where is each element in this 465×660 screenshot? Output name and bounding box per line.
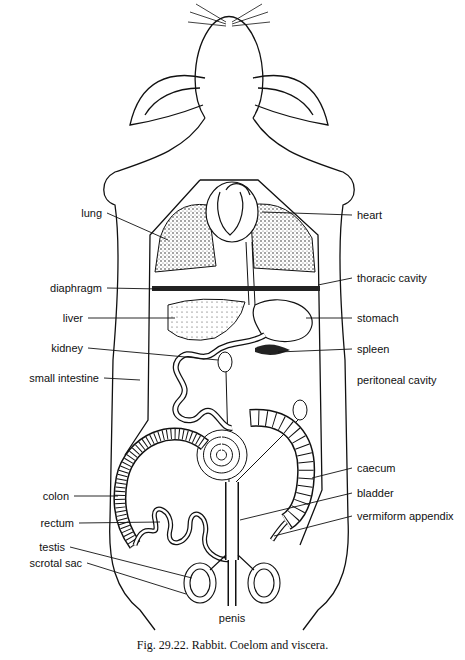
body-outline [258, 88, 313, 115]
leader-lines [240, 493, 352, 520]
leader-lines [262, 212, 352, 215]
penis [229, 560, 235, 606]
penis [228, 560, 237, 606]
heart [218, 192, 243, 235]
body-outline [200, 180, 322, 545]
part-label: stomach [356, 312, 400, 325]
whiskers [232, 22, 270, 26]
caecum [272, 522, 286, 540]
whiskers [188, 4, 270, 26]
part-label: testis [38, 541, 66, 554]
part-label: lung [80, 207, 103, 220]
kidneys [293, 400, 307, 420]
liver [168, 299, 245, 340]
body-outline [130, 75, 205, 125]
testes [190, 569, 210, 597]
part-label: scrotal sac [28, 557, 83, 570]
leader-lines [88, 318, 175, 319]
bladder [225, 482, 239, 560]
body-outline [195, 17, 263, 119]
part-label: penis [218, 612, 246, 625]
body-outline [104, 17, 355, 631]
leader-lines [74, 496, 118, 497]
bladder [232, 482, 233, 560]
bladder [227, 482, 238, 560]
body-outline [145, 88, 200, 115]
lungs [250, 204, 315, 272]
intestinal-coil [204, 437, 240, 473]
leader-lines [104, 378, 140, 380]
part-label: heart [356, 209, 383, 222]
oesophagus [246, 242, 255, 305]
part-label: colon [42, 490, 70, 503]
part-label: small intestine [28, 372, 100, 385]
leader-lines [87, 563, 186, 594]
body-outline [104, 118, 205, 630]
rectum [135, 509, 230, 560]
part-label: liver [62, 312, 84, 325]
leader-lines [312, 468, 352, 478]
whiskers [190, 12, 226, 24]
whiskers [232, 12, 268, 24]
penis [232, 560, 233, 606]
heart [206, 182, 258, 242]
part-label: bladder [356, 487, 395, 500]
body-outline [253, 118, 354, 630]
leader-lines [107, 288, 160, 289]
part-label: spleen [356, 343, 390, 356]
part-label: caecum [356, 462, 397, 475]
rectum [135, 509, 230, 560]
spleen [255, 344, 290, 355]
leader-lines [70, 212, 352, 594]
leader-lines [107, 213, 168, 240]
kidneys [218, 352, 232, 372]
caecum [250, 418, 306, 540]
whiskers [188, 22, 226, 26]
leader-lines [79, 522, 160, 523]
oesophagus [252, 242, 255, 305]
part-label: rectum [39, 517, 75, 530]
leader-lines [70, 547, 192, 578]
leader-lines [306, 318, 352, 319]
part-label: diaphragm [49, 282, 103, 295]
diaphragm [152, 286, 320, 291]
oesophagus [246, 242, 249, 305]
body-outline [253, 75, 328, 125]
part-label: vermiform appendix [356, 510, 455, 523]
leader-lines [318, 278, 352, 285]
rectum [135, 509, 230, 560]
leader-lines [274, 516, 352, 536]
figure-caption: Fig. 29.22. Rabbit. Coelom and viscera. [0, 638, 465, 652]
caecum [272, 522, 286, 540]
leader-lines [278, 349, 352, 352]
part-label: kidney [50, 342, 84, 355]
heart [226, 184, 250, 195]
leader-lines [88, 348, 218, 360]
testes [254, 569, 274, 597]
heart [206, 182, 258, 242]
part-label: peritoneal cavity [356, 374, 438, 387]
part-label: thoracic cavity [356, 272, 428, 285]
